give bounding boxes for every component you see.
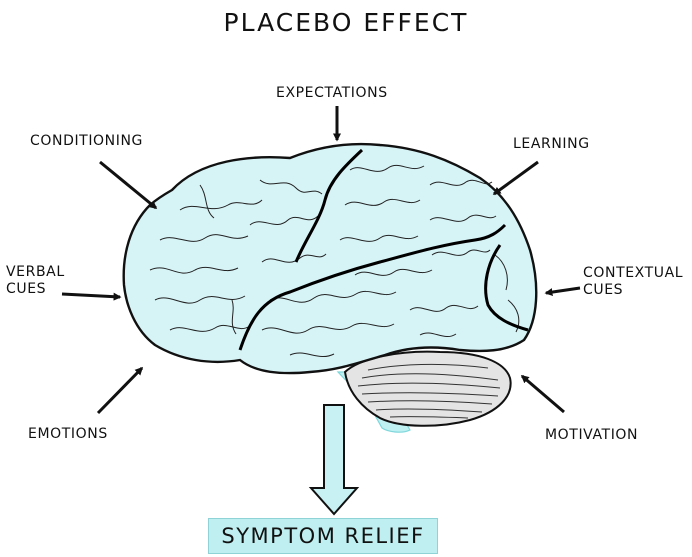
arrow-motivation	[522, 376, 564, 412]
diagram-title: PLACEBO EFFECT	[0, 8, 692, 37]
arrow-contextual-cues	[546, 288, 580, 293]
arrow-conditioning	[100, 162, 156, 208]
label-contextual-line1: CONTEXTUAL	[583, 265, 683, 282]
label-motivation: MOTIVATION	[545, 427, 638, 444]
label-contextual-line2: CUES	[583, 282, 683, 299]
symptom-relief-box: SYMPTOM RELIEF	[208, 518, 438, 554]
arrow-learning	[494, 162, 538, 194]
label-conditioning: CONDITIONING	[30, 133, 143, 150]
label-verbal-line2: CUES	[6, 281, 65, 298]
label-emotions: EMOTIONS	[28, 426, 108, 443]
label-verbal-cues: VERBAL CUES	[6, 264, 65, 298]
label-learning: LEARNING	[513, 136, 590, 153]
label-contextual-cues: CONTEXTUAL CUES	[583, 265, 683, 299]
label-verbal-line1: VERBAL	[6, 264, 65, 281]
cerebrum	[124, 144, 537, 373]
cerebellum	[345, 352, 511, 426]
down-arrow	[311, 405, 357, 514]
arrow-verbal-cues	[62, 294, 120, 297]
label-expectations: EXPECTATIONS	[276, 85, 388, 102]
arrow-emotions	[98, 368, 142, 413]
